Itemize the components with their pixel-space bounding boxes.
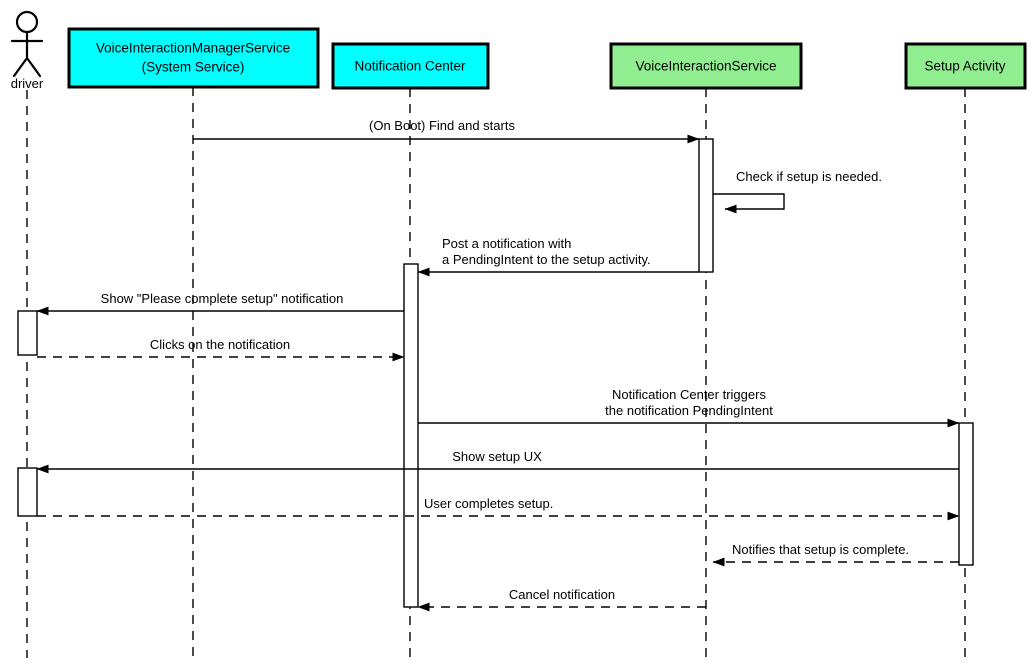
actor-layer: driver xyxy=(11,10,44,91)
participant-label: VoiceInteractionService xyxy=(635,59,776,74)
message-label: Clicks on the notification xyxy=(150,337,290,352)
message-msg-1[interactable]: (On Boot) Find and starts xyxy=(193,118,700,144)
message-label: Notification Center triggers xyxy=(612,387,766,402)
activation-bar-vis xyxy=(698,138,714,273)
message-msg-10[interactable]: Cancel notification xyxy=(417,587,706,612)
message-line xyxy=(713,193,785,214)
message-label: the notification PendingIntent xyxy=(605,403,773,418)
participant-box-setup_activity[interactable]: Setup Activity xyxy=(904,42,1027,90)
message-msg-4[interactable]: Show "Please complete setup" notificatio… xyxy=(36,291,404,316)
message-label: Notifies that setup is complete. xyxy=(732,542,909,557)
actor-head-icon xyxy=(15,10,39,34)
participant-boxes-layer: VoiceInteractionManagerService (System Se… xyxy=(67,27,1027,90)
participant-label-line2: (System Service) xyxy=(142,60,245,75)
participant-label-line1: VoiceInteractionManagerService xyxy=(96,41,290,56)
message-label: Post a notification with xyxy=(442,236,571,251)
message-label: a PendingIntent to the setup activity. xyxy=(442,252,651,267)
message-msg-8[interactable]: User completes setup. xyxy=(37,496,960,521)
participant-box-vims[interactable]: VoiceInteractionManagerService (System Se… xyxy=(67,27,320,89)
message-msg-9[interactable]: Notifies that setup is complete. xyxy=(712,542,959,567)
participant-box-shape xyxy=(609,42,803,90)
message-label: Show setup UX xyxy=(452,449,542,464)
message-msg-5[interactable]: Clicks on the notification xyxy=(37,337,405,362)
message-label: Show "Please complete setup" notificatio… xyxy=(101,291,344,306)
activation-bar-driver xyxy=(17,467,38,517)
participant-box-vis[interactable]: VoiceInteractionService xyxy=(609,42,803,90)
activation-bar-setup_activity xyxy=(958,422,974,566)
message-label: Cancel notification xyxy=(509,587,615,602)
participant-box-shape xyxy=(904,42,1027,90)
activation-bars-layer xyxy=(17,138,974,608)
participant-box-notification_center[interactable]: Notification Center xyxy=(331,42,490,90)
message-label: User completes setup. xyxy=(424,496,553,511)
actor-leg-left-icon xyxy=(12,56,29,78)
participant-box-shape xyxy=(331,42,490,90)
message-label: Check if setup is needed. xyxy=(736,169,882,184)
actor-leg-right-icon xyxy=(25,56,42,78)
actor-label: driver xyxy=(11,76,44,91)
actor-driver[interactable]: driver xyxy=(11,10,44,91)
activation-bar-notification_center xyxy=(403,263,419,608)
message-msg-2[interactable]: Check if setup is needed. xyxy=(713,169,882,214)
participant-box-shape xyxy=(67,27,320,89)
participant-label: Notification Center xyxy=(354,59,466,74)
participant-label: Setup Activity xyxy=(924,59,1005,74)
activation-bar-driver xyxy=(17,310,38,356)
message-msg-7[interactable]: Show setup UX xyxy=(36,449,959,474)
message-label: (On Boot) Find and starts xyxy=(369,118,515,133)
